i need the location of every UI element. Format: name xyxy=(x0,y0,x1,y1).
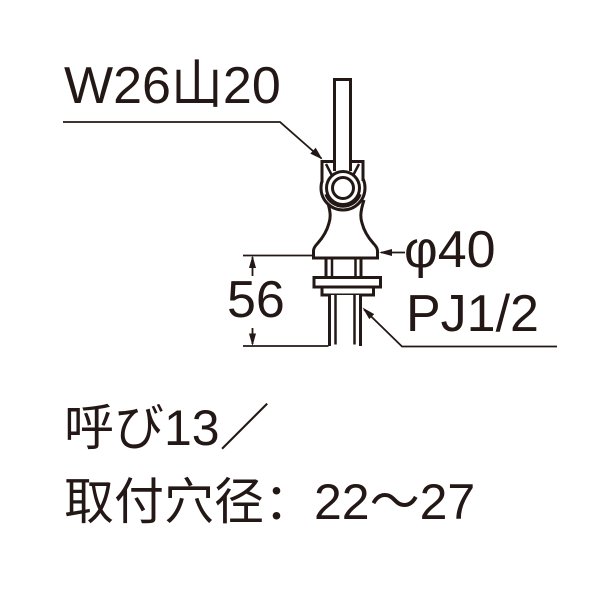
stem xyxy=(333,78,352,171)
arrowhead-thread-spec xyxy=(310,147,323,160)
label-flange-diameter: φ40 xyxy=(404,221,496,279)
ring xyxy=(325,170,361,206)
locknut-washer xyxy=(320,285,375,297)
note-mounting-hole-diameter: 取付穴径：22〜27 xyxy=(64,474,476,530)
arrowhead-dim56-bottom xyxy=(249,333,256,346)
threaded-neck xyxy=(324,256,363,279)
leader-line-pipe-thread xyxy=(363,308,557,348)
arrowhead-pipe-thread xyxy=(362,307,375,320)
arrowhead-dim56-top xyxy=(249,255,256,268)
leader-line-thread-spec xyxy=(63,121,323,160)
arrowhead-diameter xyxy=(379,249,392,256)
label-pipe-thread: PJ1/2 xyxy=(406,285,539,343)
pipe-shank xyxy=(328,295,362,346)
label-thread-spec: W26山20 xyxy=(64,57,281,115)
label-dimension-56: 56 xyxy=(227,271,285,329)
note-nominal-size: 呼び13／ xyxy=(64,400,270,456)
